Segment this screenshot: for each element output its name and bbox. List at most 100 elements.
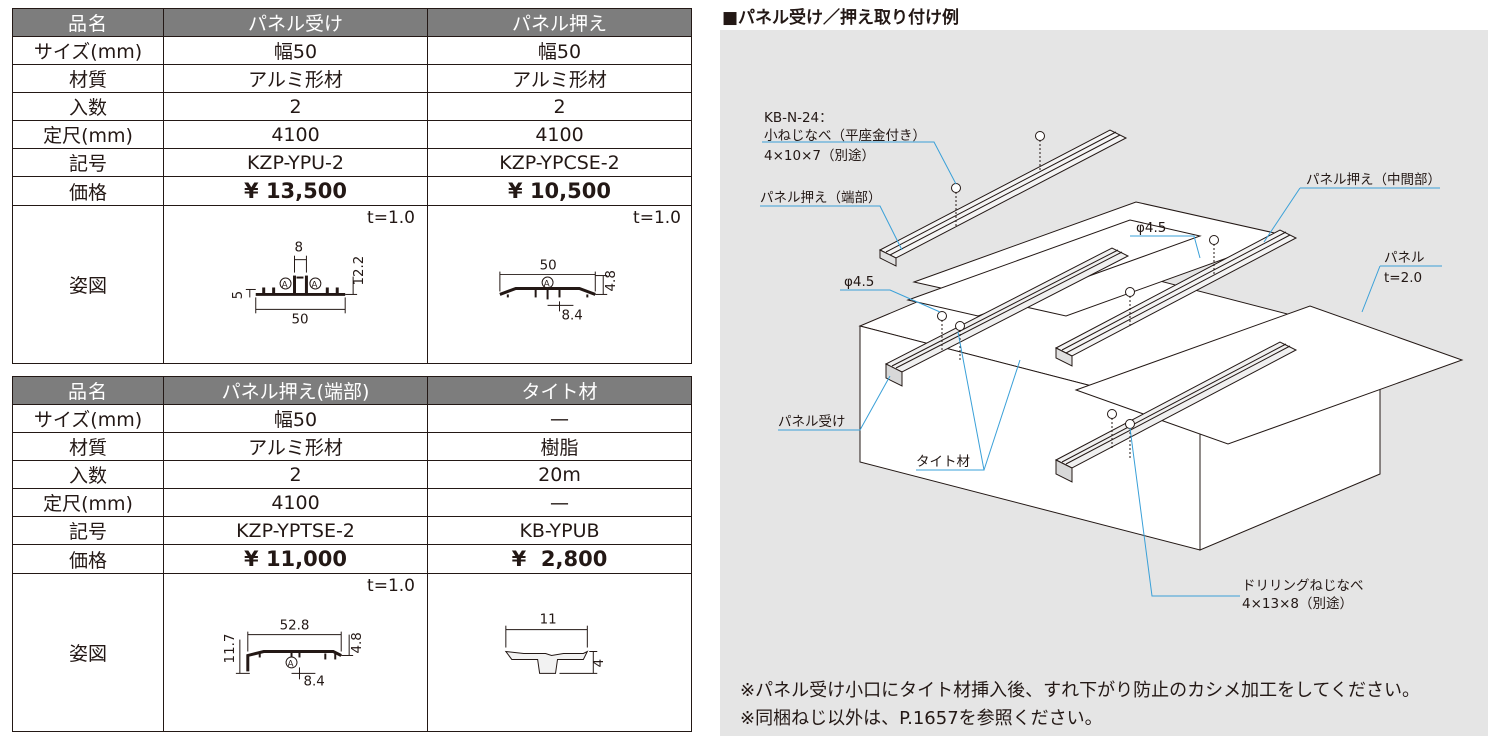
table-header-row: 品名 パネル押え(端部) タイト材 (12, 376, 692, 405)
cell: KB-YPUB (427, 516, 692, 545)
table-row: 入数 2 2 (12, 92, 692, 121)
cell: 2 (163, 92, 428, 121)
table-row-figure: 姿図 t=1.0 (12, 205, 692, 364)
note-2: ※同梱ねじ以外は、P.1657を参照ください。 (740, 708, 1103, 729)
table-row: 材質 アルミ形材 樹脂 (12, 432, 692, 461)
table-row: 記号 KZP-YPU-2 KZP-YPCSE-2 (12, 148, 692, 177)
cell: 2 (427, 92, 692, 121)
row-label: 記号 (12, 516, 164, 545)
table-row: 入数 2 20m (12, 460, 692, 489)
spec-table-1: 品名 パネル受け パネル押え サイズ(mm) 幅50 幅50 材質 アルミ形材 … (12, 8, 692, 364)
profile-drawing-panel-cover: 50 4.8 8.4 A (499, 259, 619, 323)
table-row: 価格 ¥ 11,000 ¥ 2,800 (12, 544, 692, 574)
cell: 4100 (163, 488, 428, 517)
callout-mid-cover: パネル押え（中間部） (1306, 172, 1441, 188)
row-label: 材質 (12, 64, 164, 93)
row-label: サイズ(mm) (12, 36, 164, 65)
cell: 4100 (427, 120, 692, 149)
cell: 20m (427, 460, 692, 489)
callout-hole-left: φ4.5 (844, 274, 874, 290)
callout-receiver: パネル受け (778, 414, 846, 430)
table-row: 価格 ¥ 13,500 ¥ 10,500 (12, 176, 692, 206)
dim-label: 12.2 (352, 256, 367, 286)
cell: アルミ形材 (163, 432, 428, 461)
row-label: 入数 (12, 460, 164, 489)
note-1: ※パネル受け小口にタイト材挿入後、すれ下がり防止のカシメ加工をしてください。 (740, 680, 1420, 701)
row-label: 価格 (12, 176, 164, 206)
thickness-label: t=1.0 (367, 576, 415, 596)
figure-cell: t=1.0 (163, 573, 428, 732)
dim-label: 11.7 (223, 634, 238, 664)
row-label: 姿図 (12, 573, 164, 732)
thickness-label: t=1.0 (633, 208, 681, 228)
callout-panel-thickness: t=2.0 (1384, 270, 1422, 286)
table-row: サイズ(mm) 幅50 幅50 (12, 36, 692, 65)
callout-drill-screw: ドリリングねじなべ (1242, 578, 1364, 594)
profile-drawing-panel-receiver: 8 12.2 5 50 A A (231, 241, 367, 328)
profile-drawing-tight-material: 11 4 (504, 613, 607, 674)
profile-drawing-end-cover: 52.8 11.7 4.8 8.4 A (223, 619, 365, 690)
dim-label: 11 (540, 613, 557, 628)
installation-diagram: KB-N-24： 小ねじなべ（平座金付き） 4×10×7（別途） パネル押え（端… (720, 30, 1488, 736)
header-product-1: パネル押え(端部) (163, 376, 428, 405)
spec-table-2: 品名 パネル押え(端部) タイト材 サイズ(mm) 幅50 — 材質 アルミ形材… (12, 376, 692, 732)
table-row-figure: 姿図 t=1.0 (12, 573, 692, 732)
dim-label: 4.8 (350, 632, 365, 653)
table-row: 材質 アルミ形材 アルミ形材 (12, 64, 692, 93)
price-cell: ¥ 11,000 (163, 544, 428, 574)
row-label: 定尺(mm) (12, 120, 164, 149)
cell: 幅50 (163, 36, 428, 65)
thickness-label: t=1.0 (367, 208, 415, 228)
cell: — (427, 488, 692, 517)
row-label: 価格 (12, 544, 164, 574)
table-header-row: 品名 パネル受け パネル押え (12, 8, 692, 37)
callout-tight-material: タイト材 (916, 454, 970, 470)
dim-label: 8.4 (303, 674, 324, 689)
callout-end-cover: パネル押え（端部） (760, 190, 882, 206)
header-product-2: パネル押え (427, 8, 692, 37)
row-label: サイズ(mm) (12, 404, 164, 433)
cell: 幅50 (163, 404, 428, 433)
callout-screw-size: 4×10×7（別途） (764, 147, 875, 164)
price-cell: ¥ 10,500 (427, 176, 692, 206)
price-cell: ¥ 2,800 (427, 544, 692, 574)
dim-label: 5 (231, 291, 246, 300)
callout-panel: パネル (1384, 250, 1425, 266)
cell: — (427, 404, 692, 433)
table-row: 記号 KZP-YPTSE-2 KB-YPUB (12, 516, 692, 545)
dim-label: 4 (592, 659, 607, 668)
header-product-1: パネル受け (163, 8, 428, 37)
dim-label: 50 (540, 259, 557, 274)
header-label: 品名 (12, 376, 164, 405)
cell: アルミ形材 (163, 64, 428, 93)
cell: KZP-YPTSE-2 (163, 516, 428, 545)
cell: 樹脂 (427, 432, 692, 461)
mark-a-label: A (282, 280, 289, 290)
figure-cell: t=1.0 (163, 205, 428, 364)
dim-label: 8.4 (561, 308, 582, 323)
header-label: 品名 (12, 8, 164, 37)
callout-drill-size: 4×13×8（別途） (1242, 595, 1353, 612)
installation-illustration: KB-N-24： 小ねじなべ（平座金付き） 4×10×7（別途） パネル押え（端… (760, 110, 1464, 612)
header-product-2: タイト材 (427, 376, 692, 405)
row-label: 定尺(mm) (12, 488, 164, 517)
figure-cell: 11 4 (427, 573, 692, 732)
cell: KZP-YPU-2 (163, 148, 428, 177)
dim-label: 8 (295, 241, 304, 256)
table-row: 定尺(mm) 4100 — (12, 488, 692, 517)
row-label: 姿図 (12, 205, 164, 364)
dim-label: 4.8 (604, 270, 619, 291)
cell: アルミ形材 (427, 64, 692, 93)
row-label: 入数 (12, 92, 164, 121)
dim-label: 50 (292, 312, 309, 327)
table-row: 定尺(mm) 4100 4100 (12, 120, 692, 149)
dim-label: 52.8 (280, 619, 310, 634)
callout-screw-code: KB-N-24： (764, 110, 833, 126)
mark-a-label: A (311, 280, 318, 290)
row-label: 記号 (12, 148, 164, 177)
figure-cell: t=1.0 (427, 205, 692, 364)
table-row: サイズ(mm) 幅50 — (12, 404, 692, 433)
callout-screw-name: 小ねじなべ（平座金付き） (764, 128, 926, 144)
row-label: 材質 (12, 432, 164, 461)
cell: KZP-YPCSE-2 (427, 148, 692, 177)
